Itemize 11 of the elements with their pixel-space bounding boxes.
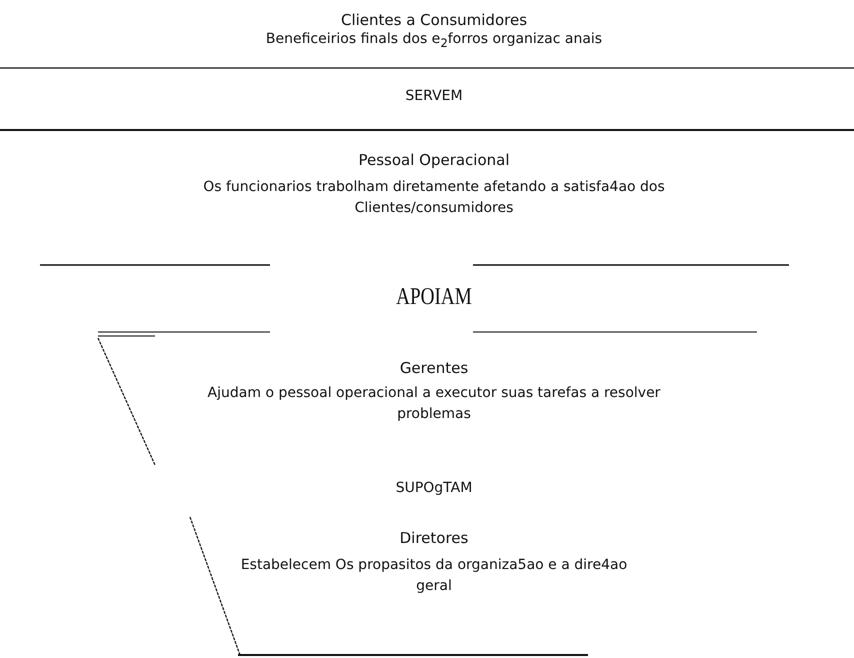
level-description: Beneficeirios finals dos e$_{2}$forros organizac anais: [264, 30, 604, 52]
level-description: Ajudam o pessoal operacional a executor suas tarefas a resolver problemas: [206, 384, 662, 424]
level-title: Clientes a Consumidores: [340, 11, 528, 29]
level-description: Os funcionarios trabolham diretamente afetando a satisfa4ao dos Clientes/consumidores: [202, 178, 666, 218]
level-title: Pessoal Operacional: [358, 151, 510, 169]
relation-label: SERVEM: [405, 88, 463, 104]
relation-label: SUPOgTAM: [396, 480, 472, 496]
level-description: Estabelecem Os propasitos da organiza5ao e a dire4ao geral: [240, 556, 628, 596]
level-title: Diretores: [400, 529, 468, 547]
relation-label: APOIAM: [396, 284, 472, 311]
level-title: Gerentes: [400, 359, 468, 377]
